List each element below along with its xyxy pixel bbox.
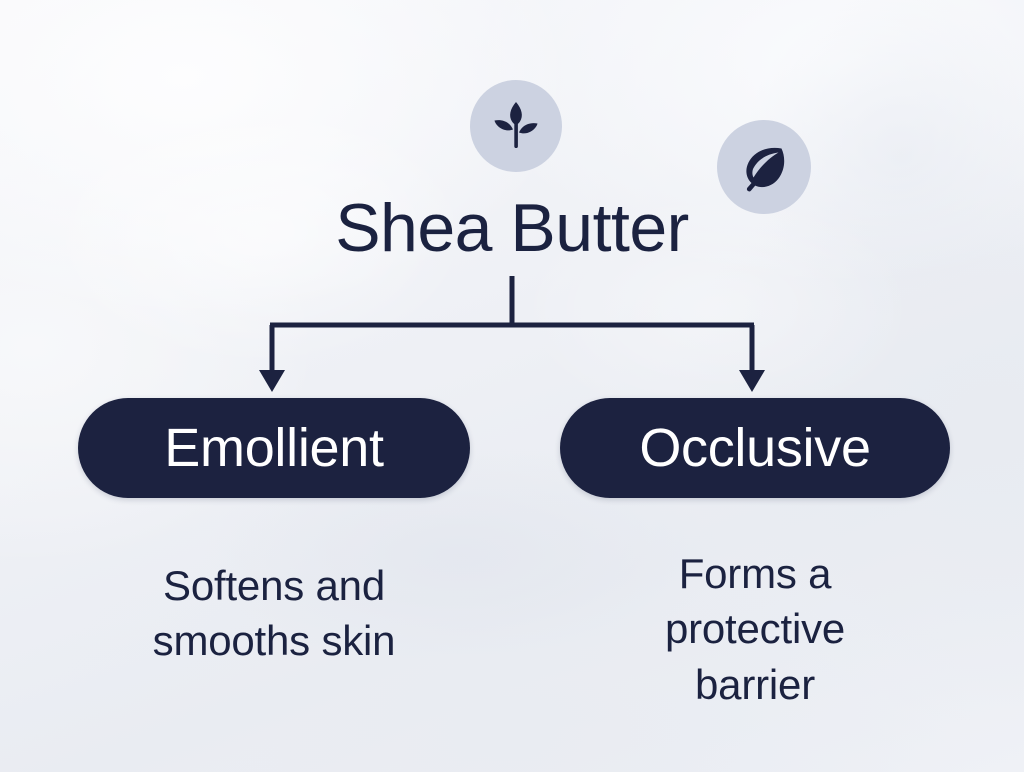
leaf-icon	[746, 147, 785, 192]
arrowhead-left	[259, 370, 285, 392]
branch-pill-emollient[interactable]: Emollient	[78, 398, 470, 498]
sprout-icon	[494, 102, 538, 148]
branch-pill-occlusive[interactable]: Occlusive	[560, 398, 950, 498]
arrowhead-right	[739, 370, 765, 392]
page-title: Shea Butter	[335, 190, 689, 266]
leaf-icon-badge	[717, 120, 811, 214]
sprout-icon-badge	[470, 80, 562, 172]
